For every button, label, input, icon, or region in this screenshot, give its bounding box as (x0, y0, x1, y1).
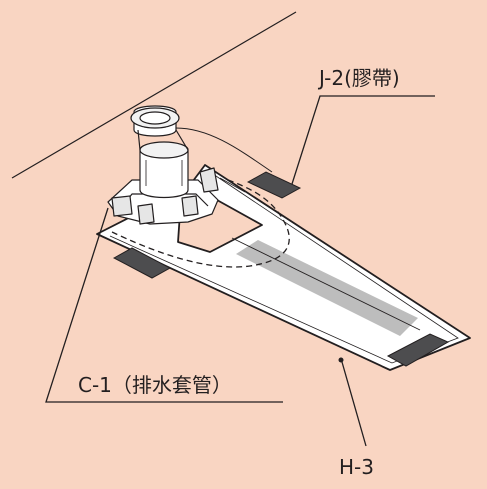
sheet-marker-dot (338, 357, 344, 363)
tape-top (246, 171, 302, 199)
tape-left (112, 247, 172, 279)
wall-corner-line (11, 11, 297, 179)
leader-tape (291, 95, 435, 185)
drain-sleeve-label: C-1（排水套管） (78, 373, 232, 397)
leader-drain-sleeve (45, 207, 283, 403)
dashed-flange-outline (111, 179, 290, 268)
drain-fitting (107, 105, 219, 225)
wire (175, 127, 273, 173)
tape-label: J-2(膠帶) (319, 66, 400, 90)
sheet-shade (236, 240, 418, 336)
leader-sheet (341, 361, 367, 447)
sheet-label: H-3 (339, 455, 374, 479)
tape-bottom-right (386, 333, 450, 367)
sheet-center-line (231, 237, 421, 331)
